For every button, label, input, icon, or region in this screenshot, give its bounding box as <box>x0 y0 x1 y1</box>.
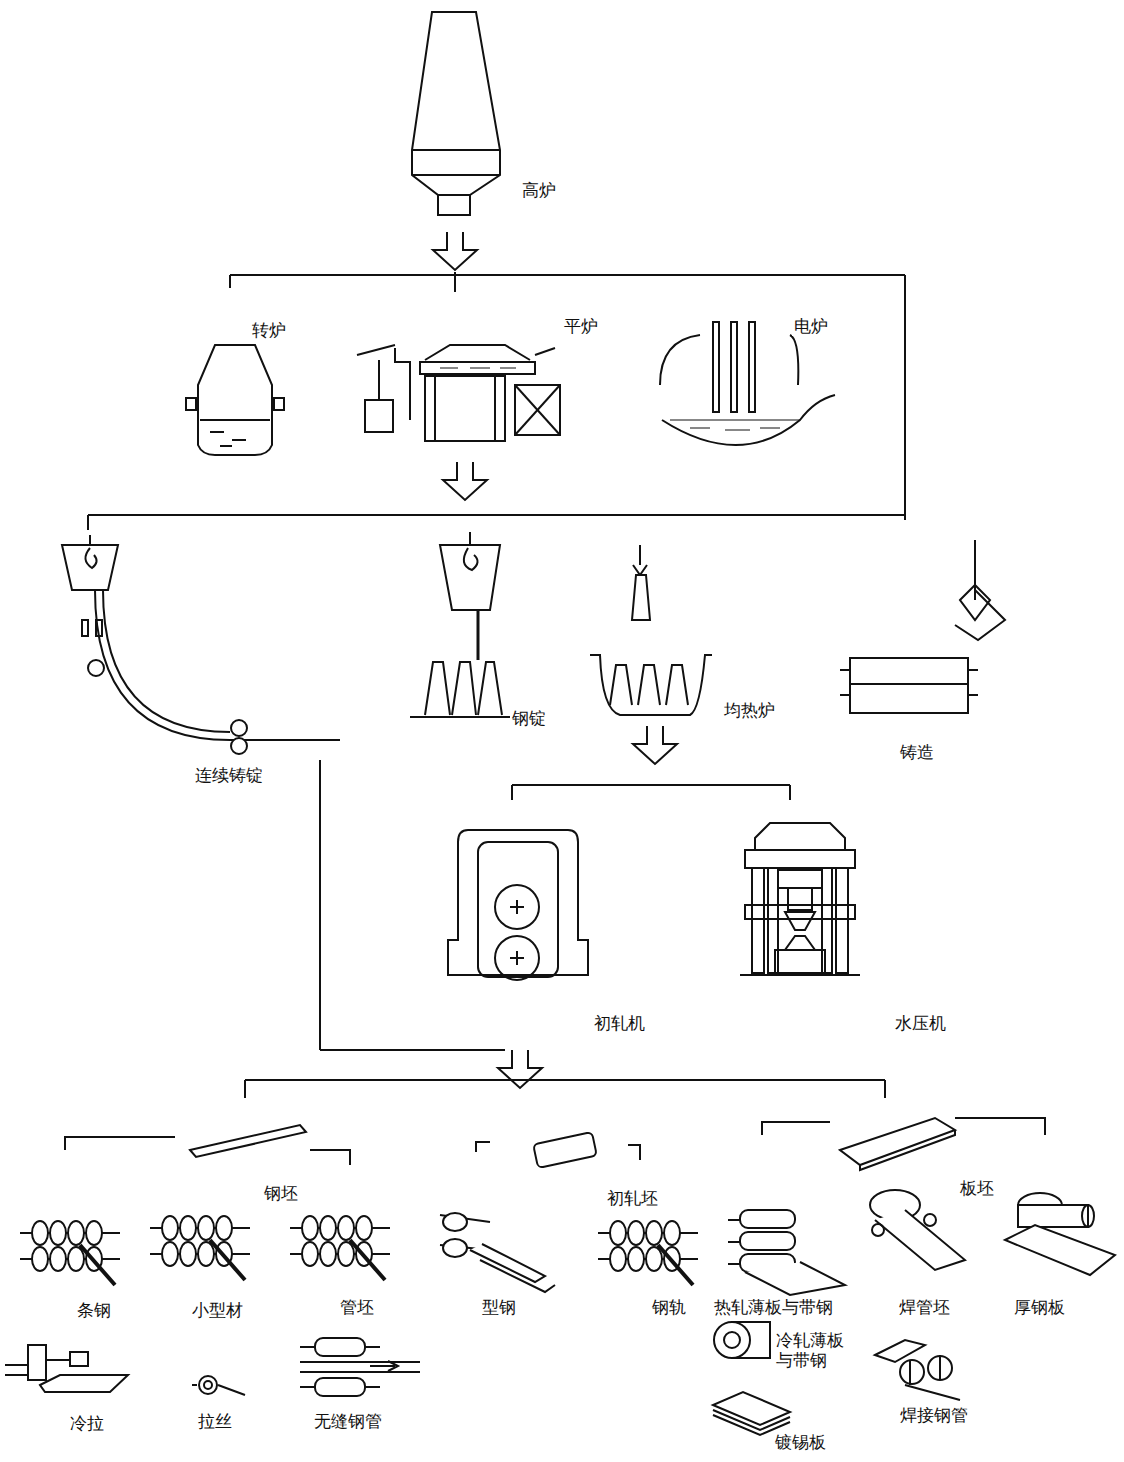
part-label: 水压机 <box>893 1013 948 1033</box>
part-label: 均热炉 <box>722 700 777 720</box>
part-label: 小型材 <box>190 1300 245 1320</box>
part-label: 拉丝 <box>196 1411 234 1431</box>
part-label: 铸造 <box>898 742 936 762</box>
part-label: 型钢 <box>480 1297 518 1317</box>
part-label: 冷拉 <box>68 1413 106 1433</box>
part-label: 无缝钢管 <box>312 1411 384 1431</box>
part-label: 冷轧薄板 与带钢 <box>774 1330 852 1371</box>
part-label: 钢锭 <box>510 708 548 728</box>
part-label: 板坯 <box>958 1178 996 1198</box>
part-label: 镀锡板 <box>773 1432 828 1452</box>
part-label: 转炉 <box>250 320 288 340</box>
part-label: 管坯 <box>338 1297 376 1317</box>
part-label: 焊接钢管 <box>898 1405 970 1425</box>
part-label: 钢轨 <box>650 1297 688 1317</box>
part-label: 厚钢板 <box>1012 1297 1067 1317</box>
part-label: 初轧坯 <box>605 1188 660 1208</box>
part-label: 连续铸锭 <box>193 765 265 785</box>
part-label: 条钢 <box>75 1300 113 1320</box>
part-label: 焊管坯 <box>897 1297 952 1317</box>
part-label: 初轧机 <box>592 1013 647 1033</box>
part-label: 热轧薄板与带钢 <box>712 1297 835 1317</box>
part-label: 高炉 <box>520 180 558 200</box>
part-label: 电炉 <box>792 316 830 336</box>
part-label: 钢坯 <box>262 1183 300 1203</box>
part-label: 平炉 <box>562 316 600 336</box>
